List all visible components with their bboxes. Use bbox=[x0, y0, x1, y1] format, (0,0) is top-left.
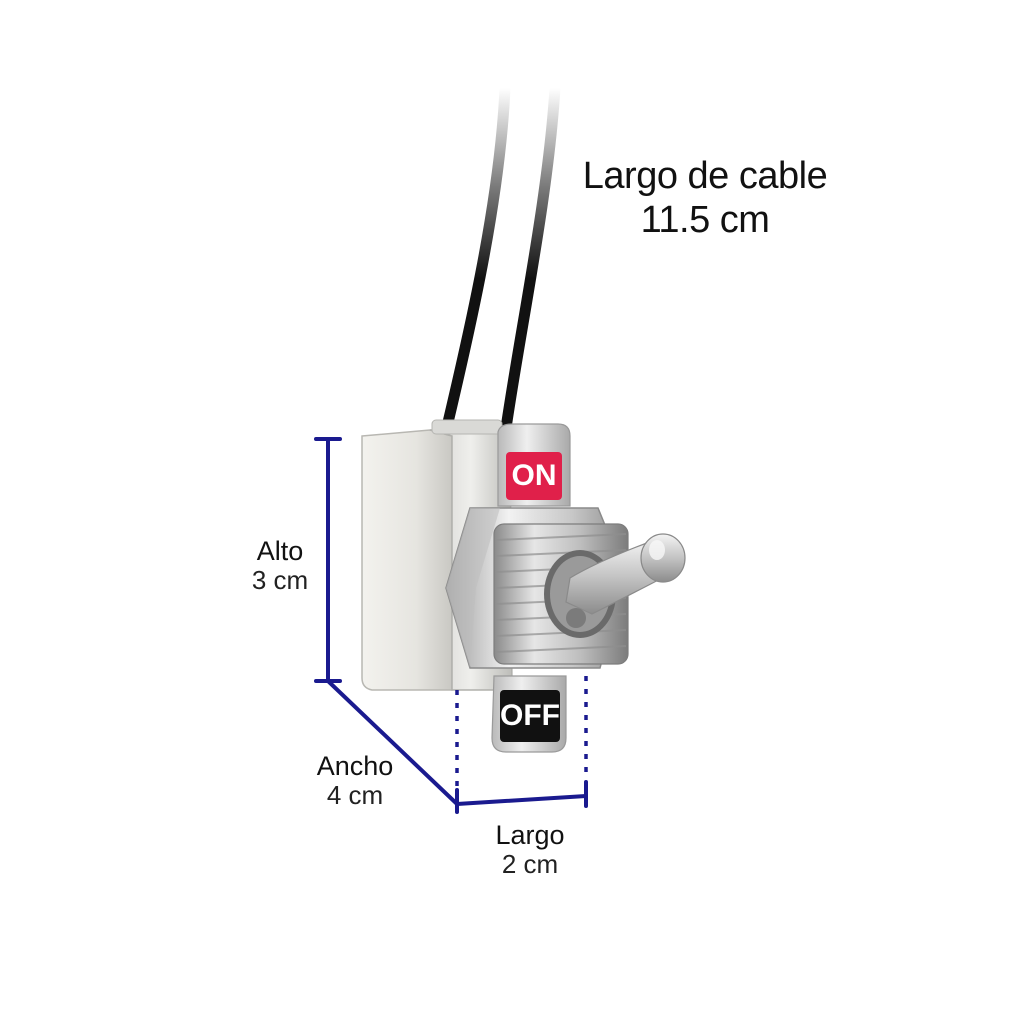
cable-length-value: 11.5 cm bbox=[640, 199, 770, 241]
cable-length-title: Largo de cable 11.5 cm bbox=[560, 154, 850, 242]
off-label: OFF bbox=[500, 699, 560, 732]
largo-value: 2 cm bbox=[501, 849, 559, 879]
on-label: ON bbox=[511, 459, 557, 492]
alto-label: Alto bbox=[256, 536, 304, 566]
alto-value: 3 cm bbox=[251, 565, 309, 595]
cable-length-label: Largo de cable bbox=[582, 155, 828, 197]
ancho-value: 4 cm bbox=[326, 780, 384, 810]
largo-label: Largo bbox=[495, 820, 565, 850]
ancho-label: Ancho bbox=[316, 751, 394, 781]
